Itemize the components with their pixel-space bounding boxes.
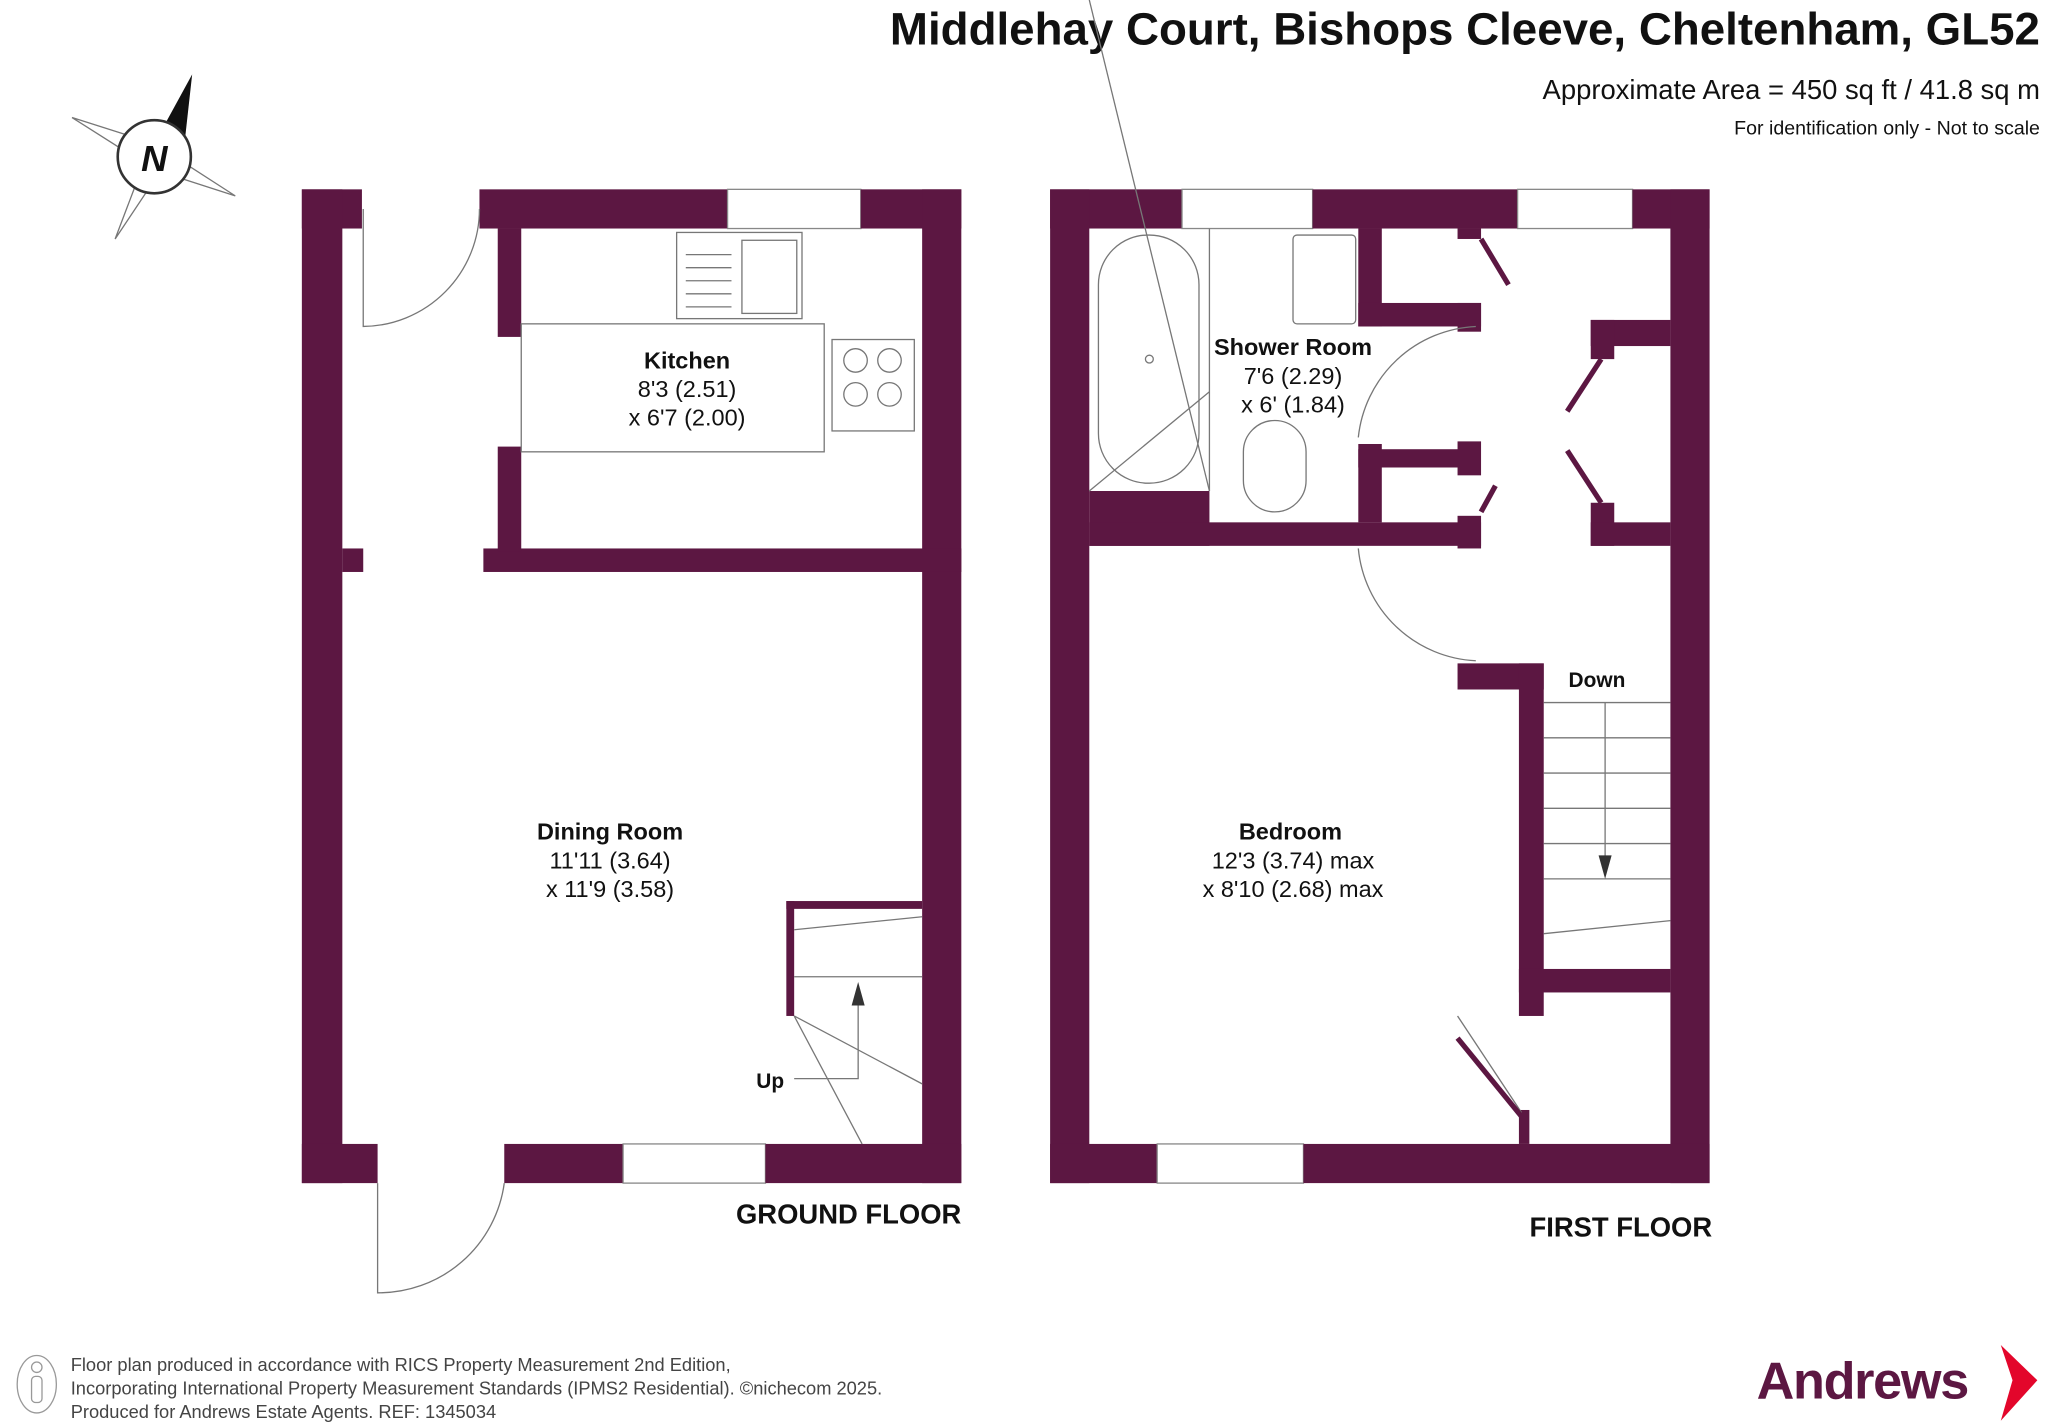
disclaimer-text: For identification only - Not to scale: [1734, 118, 2040, 140]
shower-room-dim1: 7'6 (2.29): [1244, 363, 1343, 389]
svg-text:Andrews: Andrews: [1757, 1353, 1968, 1411]
bedroom-dim2: x 8'10 (2.68) max: [1203, 876, 1384, 902]
kitchen-dim1: 8'3 (2.51): [638, 376, 737, 402]
footer-line-1: Floor plan produced in accordance with R…: [71, 1354, 731, 1375]
shower-room-label: Shower Room: [1214, 334, 1372, 360]
bedroom-dim1: 12'3 (3.74) max: [1212, 847, 1375, 873]
shower-room-dim2: x 6' (1.84): [1241, 392, 1345, 418]
plan-title: Middlehay Court, Bishops Cleeve, Chelten…: [890, 3, 2040, 54]
person-icon: [16, 1354, 58, 1414]
kitchen-dim2: x 6'7 (2.00): [629, 405, 746, 431]
first-floor-fixtures: [1088, 0, 1671, 1119]
stairs-up-label: Up: [756, 1070, 784, 1093]
first-floor-walls: [1050, 188, 1710, 1184]
footer-line-2: Incorporating International Property Mea…: [71, 1378, 882, 1399]
ground-floor-label: GROUND FLOOR: [736, 1199, 962, 1230]
dining-room-dim1: 11'11 (3.64): [549, 847, 670, 873]
bedroom-label: Bedroom: [1239, 819, 1342, 845]
stairs-down-label: Down: [1569, 669, 1626, 692]
svg-text:N: N: [141, 138, 169, 179]
ground-floor-fixtures: [362, 208, 923, 1294]
dining-room-label: Dining Room: [537, 819, 683, 845]
andrews-logo: Andrews: [1757, 1345, 2038, 1421]
compass-icon: N: [71, 74, 236, 240]
first-floor-label: FIRST FLOOR: [1529, 1212, 1712, 1243]
ground-floor-walls: [301, 188, 962, 1184]
kitchen-label: Kitchen: [644, 347, 730, 373]
area-text: Approximate Area = 450 sq ft / 41.8 sq m: [1543, 74, 2040, 105]
dining-room-dim2: x 11'9 (3.58): [546, 876, 674, 902]
footer-line-3: Produced for Andrews Estate Agents. REF:…: [71, 1401, 496, 1422]
